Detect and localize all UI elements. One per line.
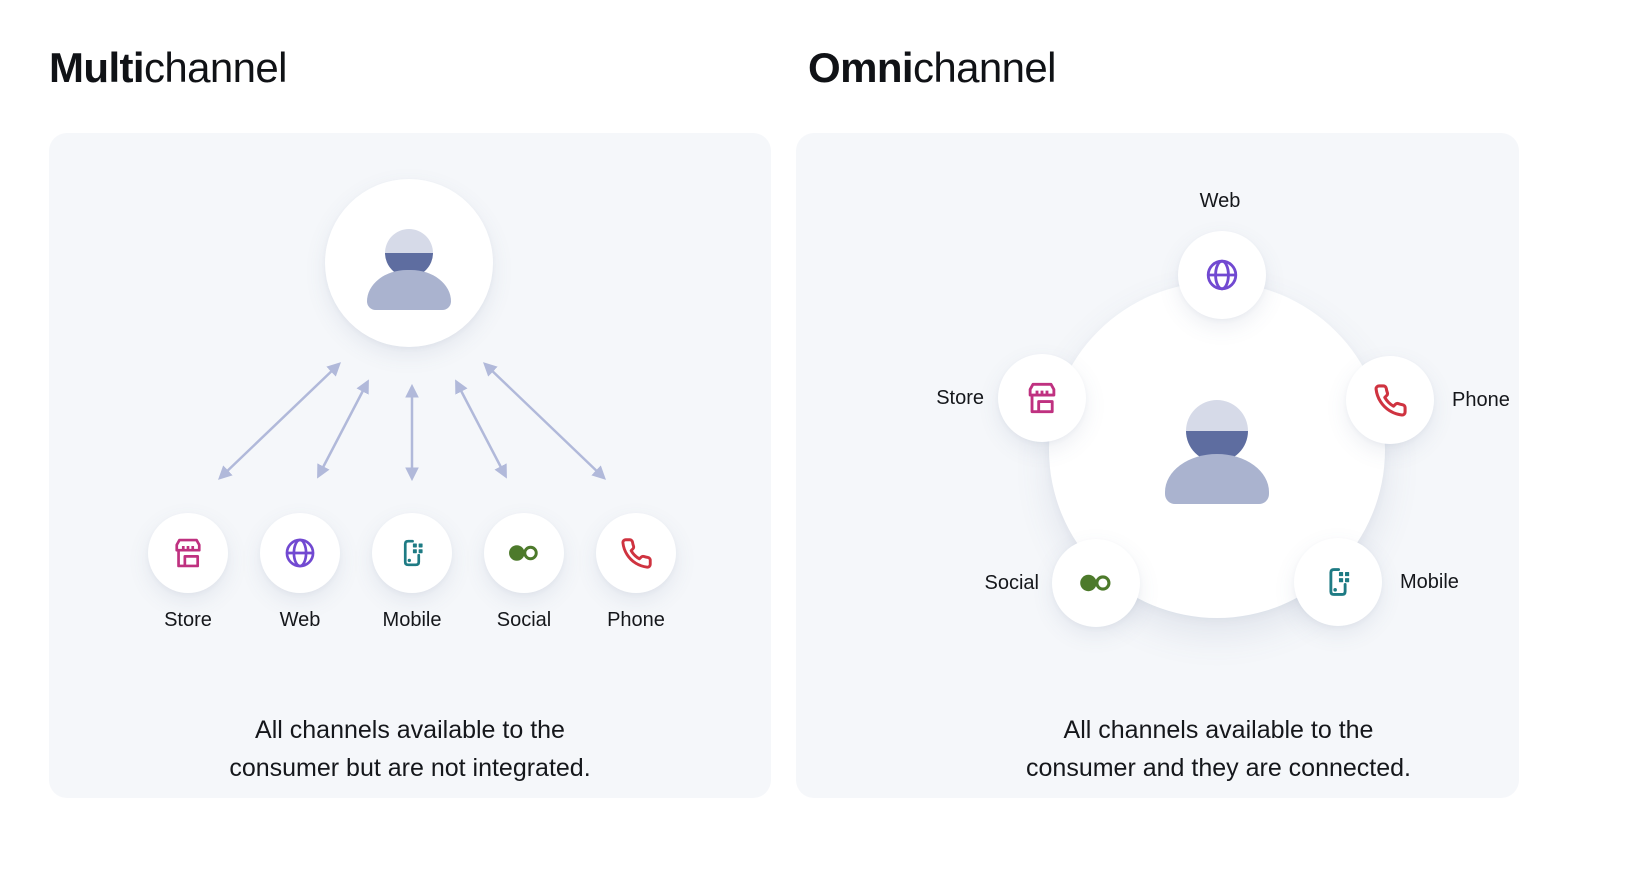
- phone-circle: [596, 513, 676, 593]
- multichannel-title: Multichannel: [49, 44, 771, 92]
- channel-label: Store: [164, 609, 212, 631]
- title-bold-part: Omni: [808, 44, 914, 91]
- channel-label: Phone: [607, 609, 665, 631]
- node-phone: [1346, 356, 1434, 444]
- arrow-web: [317, 379, 369, 479]
- arrow-social: [455, 379, 507, 479]
- globe-icon: [1206, 259, 1238, 291]
- person-icon: [1186, 400, 1248, 462]
- channel-phone: Phone: [596, 513, 676, 633]
- multichannel-caption: All channels available to the consumer b…: [49, 711, 771, 787]
- smartphone-icon: [403, 539, 423, 567]
- caption-line-2: consumer and they are connected.: [1026, 754, 1411, 782]
- arrow-store: [218, 362, 341, 480]
- caption-line-1: All channels available to the: [1063, 716, 1374, 744]
- omnichannel-section: Omnichannel Web: [796, 44, 1519, 798]
- phone-handset-icon: [620, 537, 652, 569]
- two-circles-icon: [1080, 574, 1111, 592]
- channel-label: Mobile: [382, 609, 442, 631]
- social-circle: [484, 513, 564, 593]
- channel-mobile: Mobile: [372, 513, 452, 633]
- omnichannel-caption: All channels available to the consumer a…: [857, 711, 1580, 787]
- channel-store: Store: [148, 513, 228, 633]
- mobile-circle: [372, 513, 452, 593]
- web-circle: [260, 513, 340, 593]
- node-mobile: [1294, 538, 1382, 626]
- channel-web: Web: [260, 513, 340, 633]
- page: Multichannel: [49, 44, 1519, 798]
- multichannel-section: Multichannel: [49, 44, 771, 798]
- title-regular-part: channel: [143, 44, 288, 91]
- node-social: [1052, 539, 1140, 627]
- node-label-mobile: Mobile: [1400, 571, 1459, 593]
- title-bold-part: Multi: [49, 44, 145, 91]
- person-body: [1165, 454, 1269, 504]
- phone-handset-icon: [1374, 383, 1407, 416]
- channel-label: Social: [496, 609, 552, 631]
- node-label-web: Web: [1199, 190, 1241, 212]
- storefront-icon: [1028, 382, 1056, 414]
- omnichannel-card: Web Store Phone S: [796, 133, 1519, 798]
- node-web: [1178, 231, 1266, 319]
- multichannel-card: Store Web: [49, 133, 771, 798]
- person-body: [367, 270, 451, 310]
- two-circles-icon: [509, 545, 538, 561]
- channel-social: Social: [484, 513, 564, 633]
- smartphone-icon: [1329, 568, 1350, 596]
- person-icon: [385, 229, 433, 277]
- caption-line-2: consumer but are not integrated.: [229, 754, 591, 782]
- store-circle: [148, 513, 228, 593]
- caption-line-1: All channels available to the: [255, 716, 565, 744]
- storefront-icon: [175, 538, 201, 568]
- node-label-phone: Phone: [1452, 389, 1510, 411]
- consumer-avatar: [1165, 400, 1269, 618]
- consumer-avatar: [325, 179, 493, 347]
- node-store: [998, 354, 1086, 442]
- arrow-phone: [483, 362, 606, 480]
- omnichannel-title: Omnichannel: [808, 44, 1519, 92]
- node-label-social: Social: [984, 572, 1039, 594]
- title-regular-part: channel: [912, 44, 1057, 91]
- channel-label: Web: [279, 609, 321, 631]
- globe-icon: [285, 538, 315, 568]
- node-label-store: Store: [936, 387, 984, 409]
